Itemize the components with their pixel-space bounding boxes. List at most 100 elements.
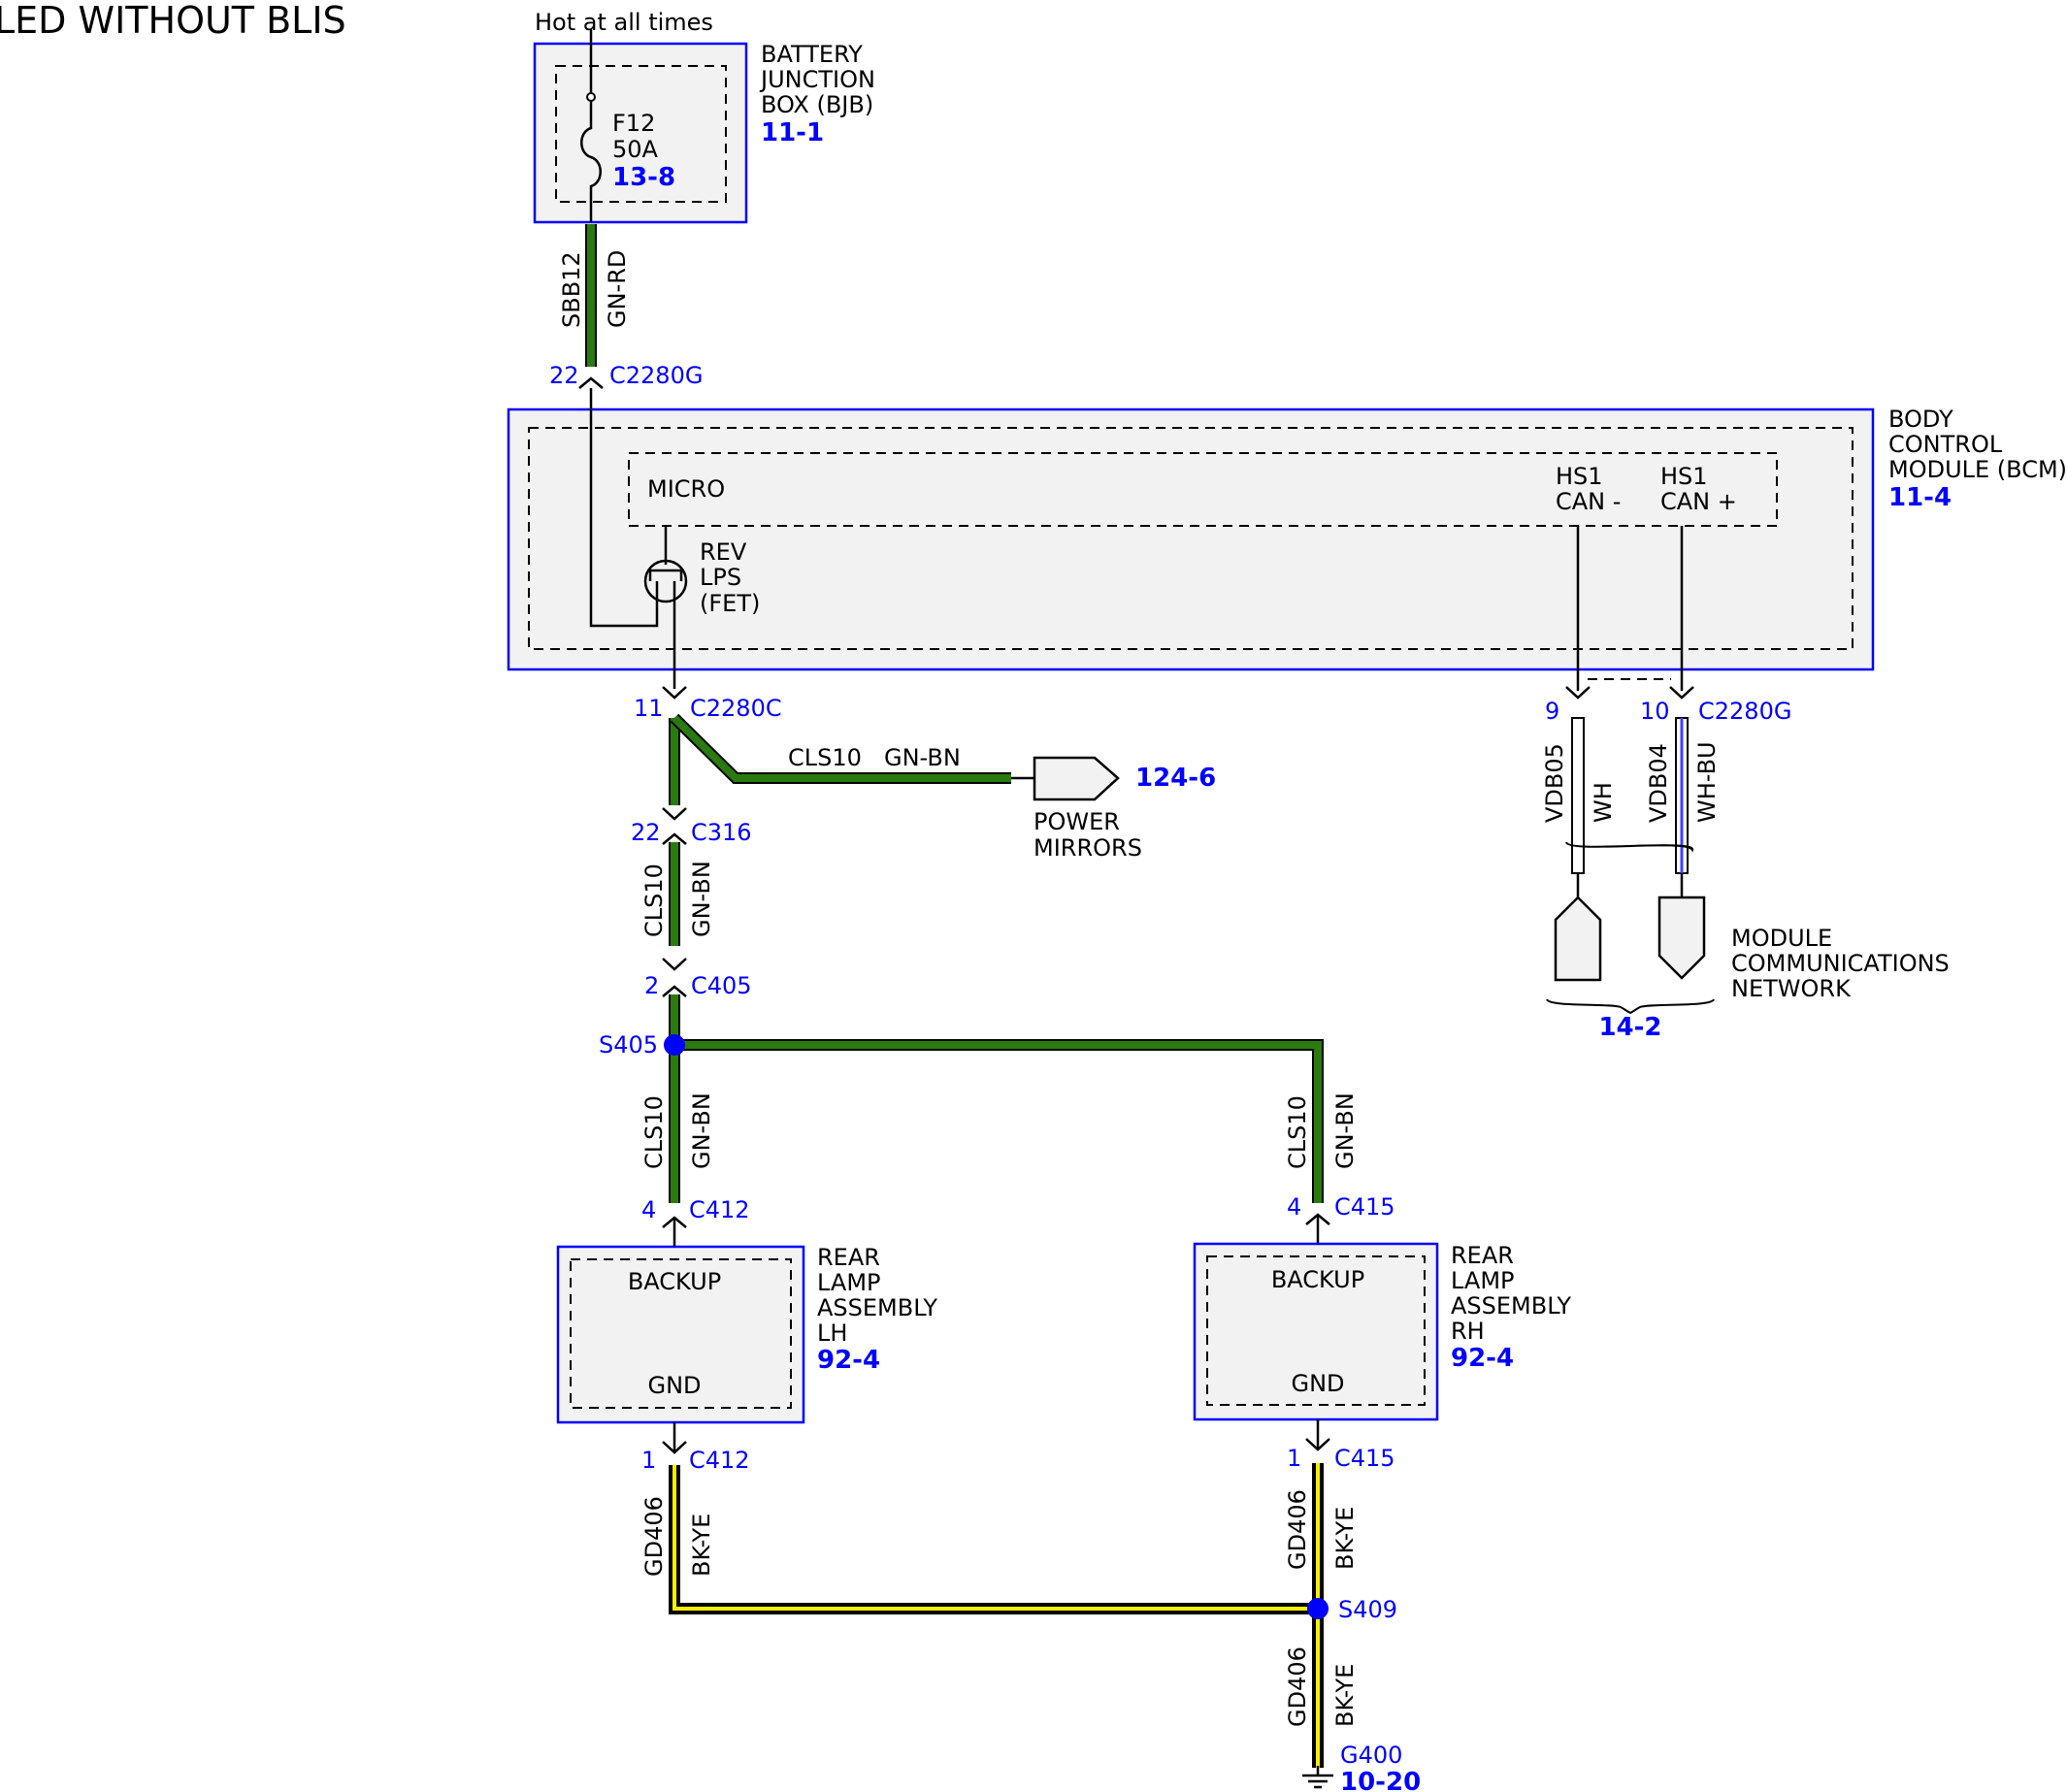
lamp-rh-name-line-1: REAR	[1451, 1242, 1514, 1269]
rear-lamp-assembly-rh[interactable]	[1193, 1242, 1439, 1421]
wire-vdb04-circuit: VDB04	[1645, 743, 1672, 823]
fet-gate	[648, 569, 683, 581]
fet-label-line-2: LPS	[700, 564, 741, 591]
lamp-rh-name-line-4: RH	[1451, 1318, 1485, 1345]
wire-s405-rh-color: GN-BN	[1331, 1092, 1359, 1169]
can-minus-line-2: CAN -	[1556, 488, 1621, 515]
ground-g400-ref-link[interactable]: 10-20	[1340, 1768, 1421, 1792]
network-connector-plus[interactable]	[1657, 896, 1706, 980]
wire-s405-lh-color: GN-BN	[688, 1092, 715, 1169]
conn-c316-symbol-bottom	[662, 832, 687, 845]
conn-c2280g-10-symbol[interactable]	[1669, 686, 1694, 700]
bcm-name-line-1: BODY	[1888, 406, 1953, 433]
conn-c2280c-11-name: C2280C	[690, 695, 782, 722]
conn-c415-1-symbol[interactable]	[1305, 1438, 1330, 1451]
wire-vdb05-circuit: VDB05	[1541, 743, 1568, 823]
bcm-ref-link[interactable]: 11-4	[1888, 483, 1952, 512]
ground-g400-name: G400	[1340, 1742, 1402, 1769]
conn-c2280g-22-name: C2280G	[609, 362, 703, 389]
conn-c405-pin: 2	[644, 972, 659, 999]
fuse-terminal	[586, 92, 596, 102]
bjb-ref-link[interactable]: 11-1	[761, 118, 824, 147]
conn-c412-4-pin: 4	[641, 1196, 656, 1223]
bcm-name-line-2: CONTROL	[1888, 431, 2003, 458]
conn-c316-pin: 22	[631, 819, 661, 846]
conn-c2280g-9-symbol[interactable]	[1565, 686, 1591, 700]
lamp-rh-gnd-label: GND	[1291, 1370, 1344, 1397]
conn-c405-symbol-bottom	[662, 985, 687, 997]
conn-c412-1-symbol[interactable]	[662, 1441, 687, 1454]
lamp-rh-backup-label: BACKUP	[1271, 1266, 1364, 1293]
conn-c415-4-name: C415	[1334, 1193, 1395, 1221]
wire-gd406-ground-color: BK-YE	[1331, 1664, 1359, 1727]
lamp-lh-ref-link[interactable]: 92-4	[817, 1346, 880, 1375]
wire-s405-rh-outline	[674, 1039, 1324, 1203]
splice-s409-label: S409	[1338, 1596, 1397, 1623]
conn-c316-symbol-top[interactable]	[662, 807, 687, 821]
wire-mirror-branch[interactable]	[672, 715, 1011, 782]
bcm-internal-feed	[589, 388, 659, 628]
wire-vdb05[interactable]	[1571, 717, 1585, 874]
lamp-rh-name-line-2: LAMP	[1451, 1267, 1515, 1294]
lamp-lh-name-line-2: LAMP	[817, 1269, 881, 1296]
wire-s405-lh-circuit: CLS10	[640, 1095, 668, 1169]
fuse-ref-link[interactable]: 13-8	[612, 163, 675, 192]
lamp-lh-name-line-4: LH	[817, 1320, 847, 1347]
wire-vdb04[interactable]	[1675, 717, 1689, 874]
bjb-name-line-1: BATTERY	[761, 41, 863, 68]
network-brace	[1546, 998, 1715, 1015]
fuse-symbol	[580, 101, 602, 222]
lamp-lh-name-line-1: REAR	[817, 1244, 880, 1271]
fet-label-line-3: (FET)	[700, 590, 760, 617]
power-source-label: Hot at all times	[535, 9, 713, 36]
conn-c2280g-22-pin: 22	[549, 362, 579, 389]
twisted-pair-symbol	[1565, 841, 1694, 853]
wire-gd406-lh-color: BK-YE	[688, 1514, 715, 1577]
body-control-module[interactable]	[507, 407, 1875, 671]
splice-s405-label: S405	[599, 1031, 658, 1059]
lamp-rh-name-line-3: ASSEMBLY	[1451, 1292, 1571, 1320]
conn-c2280c-11-symbol[interactable]	[662, 686, 687, 700]
conn-c2280g-10-name: C2280G	[1698, 698, 1791, 725]
wire-mirror-branch-color: GN-BN	[884, 744, 961, 771]
splice-s405-dot[interactable]	[664, 1034, 685, 1056]
wire-gd406-lh[interactable]	[673, 1465, 1316, 1611]
wire-gd406-lh-outline	[669, 1465, 1316, 1614]
network-name-line-2: COMMUNICATIONS	[1731, 950, 1950, 977]
can-plus-line-1: HS1	[1660, 463, 1708, 490]
network-connector-minus[interactable]	[1554, 896, 1602, 982]
wire-s405-rh[interactable]	[674, 1041, 1322, 1203]
conn-c412-1-name: C412	[689, 1447, 750, 1474]
lamp-lh-gnd-label: GND	[647, 1372, 701, 1399]
rear-lamp-assembly-lh[interactable]	[556, 1245, 805, 1424]
conn-c412-4-name: C412	[689, 1196, 750, 1223]
conn-c405-name: C405	[691, 972, 752, 999]
wire-gd406-rh-circuit: GD406	[1284, 1489, 1311, 1570]
wire-mirror-branch-circuit: CLS10	[788, 744, 862, 771]
wire-c316-c405-circuit: CLS10	[640, 863, 668, 937]
diagram-title: LED WITHOUT BLIS	[0, 0, 346, 42]
power-mirrors-name-line-1: POWER	[1034, 808, 1120, 835]
conn-c2280g-22-symbol[interactable]	[578, 376, 604, 389]
wire-vdb05-color: WH	[1590, 782, 1617, 823]
network-name-line-1: MODULE	[1731, 925, 1832, 952]
wire-gd406-ground-circuit: GD406	[1284, 1646, 1311, 1727]
splice-s409-dot[interactable]	[1307, 1598, 1329, 1619]
fuse-id-label: F12	[612, 110, 655, 137]
conn-c2280g-10-pin: 10	[1640, 698, 1670, 725]
conn-c405-symbol-top[interactable]	[662, 958, 687, 971]
network-ref-link[interactable]: 14-2	[1598, 1013, 1661, 1042]
battery-junction-box[interactable]	[533, 42, 748, 224]
conn-c2280c-11-pin: 11	[634, 695, 664, 722]
conn-c415-4-pin: 4	[1287, 1193, 1301, 1221]
conn-c415-1-name: C415	[1334, 1445, 1395, 1472]
wire-sbb12-circuit: SBB12	[558, 251, 585, 328]
wire-vdb04-color: WH-BU	[1693, 741, 1721, 823]
lamp-rh-ref-link[interactable]: 92-4	[1451, 1344, 1514, 1373]
ground-g400-icon[interactable]	[1302, 1766, 1333, 1789]
power-mirrors-arrow[interactable]	[1033, 756, 1120, 801]
can-plus-line-2: CAN +	[1660, 488, 1737, 515]
can-minus-line-1: HS1	[1556, 463, 1603, 490]
fet-label-line-1: REV	[700, 538, 747, 566]
power-mirrors-ref-link[interactable]: 124-6	[1135, 764, 1216, 793]
